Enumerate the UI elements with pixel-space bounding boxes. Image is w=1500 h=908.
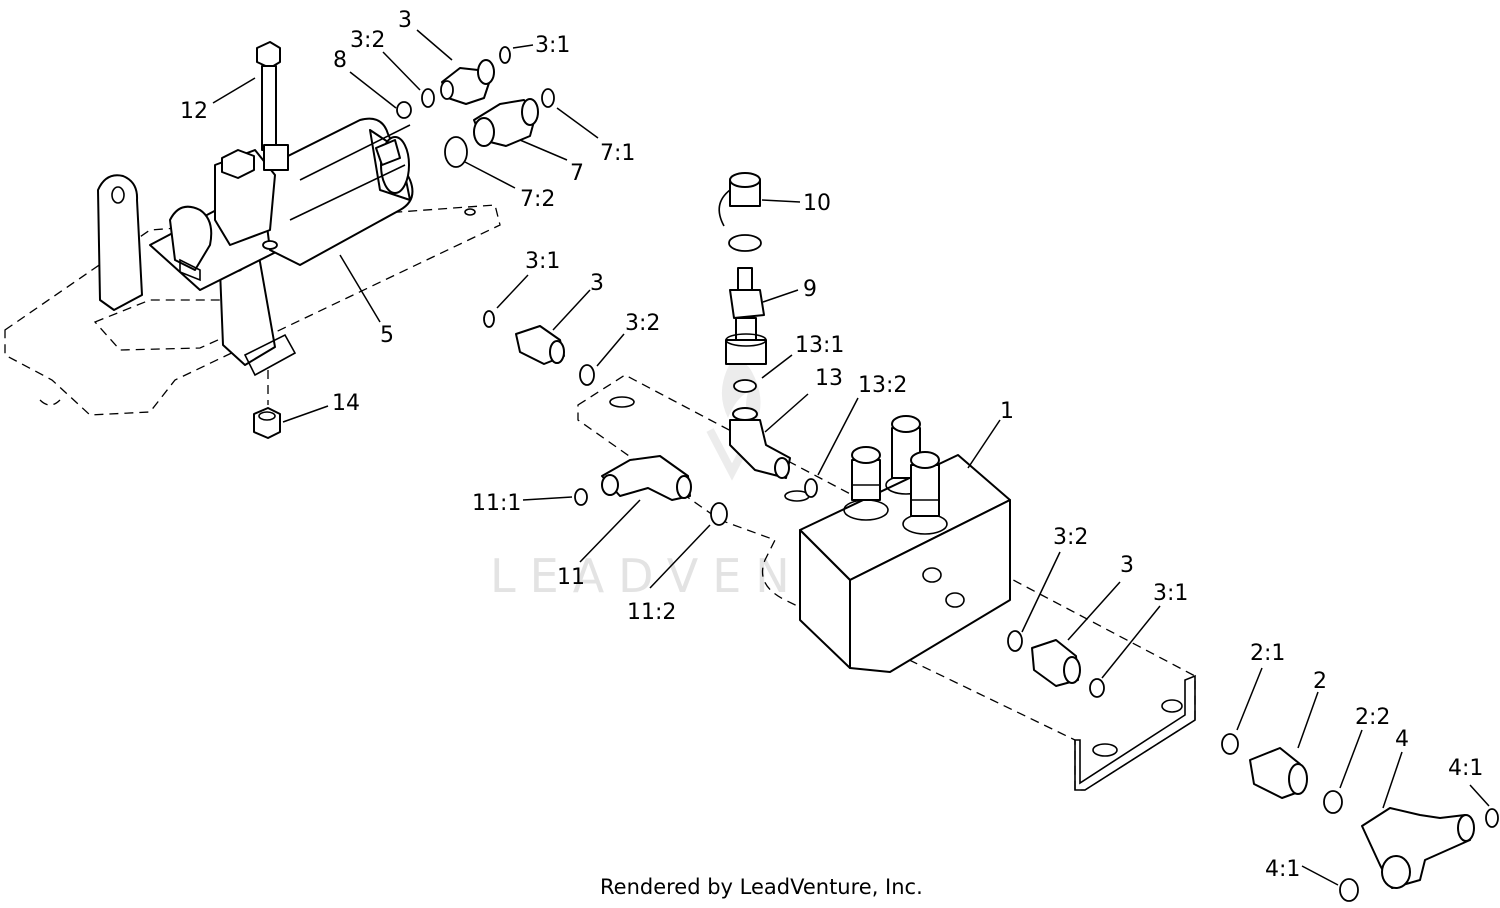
oring-13-1: [733, 379, 757, 393]
oring-3-1-top: [499, 46, 511, 64]
nut-14: [253, 370, 281, 439]
fitting-9: [725, 267, 767, 365]
callout-13: 13: [815, 366, 843, 391]
callout-7: 7: [570, 161, 584, 186]
elbow-4: [1361, 807, 1475, 889]
callout-14: 14: [332, 391, 360, 416]
fitting-7: [473, 98, 539, 147]
callout-12: 12: [180, 99, 208, 124]
cartridge-c: [902, 451, 948, 535]
oring-3-1-mid: [483, 310, 495, 328]
callout-2-2: 2:2: [1355, 705, 1390, 730]
callout-3-1-mid: 3:1: [525, 249, 560, 274]
callout-11-1: 11:1: [472, 491, 521, 516]
callout-13-2: 13:2: [858, 373, 907, 398]
valve-block-1: [799, 415, 1011, 673]
cap-10: [718, 172, 761, 227]
callout-4-1-right: 4:1: [1448, 756, 1483, 781]
oring-4-1-right: [1485, 808, 1499, 828]
callout-13-1: 13:1: [795, 333, 844, 358]
callout-2-1: 2:1: [1250, 641, 1285, 666]
callout-3-2: 3:2: [350, 28, 385, 53]
bracket-left: [97, 174, 143, 311]
callout-3: 3: [398, 8, 412, 33]
callout-7-1: 7:1: [600, 141, 635, 166]
callout-4-1-bottom: 4:1: [1265, 857, 1300, 882]
callout-3-2-low: 3:2: [1053, 525, 1088, 550]
callout-11-2: 11:2: [627, 600, 676, 625]
oring-cap: [728, 234, 762, 252]
oring-13-2: [804, 478, 818, 498]
callout-2: 2: [1313, 669, 1327, 694]
callout-1: 1: [1000, 399, 1014, 424]
leader-lines: [212, 29, 1490, 886]
oring-11-2: [710, 502, 728, 526]
callout-8: 8: [333, 48, 347, 73]
fitting-2: [1249, 747, 1308, 799]
elbow-11: [601, 455, 692, 501]
callout-9: 9: [803, 277, 817, 302]
callout-3-2-mid: 3:2: [625, 311, 660, 336]
oring-7-2: [444, 136, 468, 168]
fitting-3-mid: [515, 325, 565, 365]
oring-3-2-low: [1007, 630, 1023, 652]
bolt-12: [256, 41, 289, 250]
callout-3-mid: 3: [590, 271, 604, 296]
credit-text: Rendered by LeadVenture, Inc.: [600, 875, 923, 899]
oring-11-1: [574, 488, 588, 506]
oring-7-1: [541, 88, 555, 108]
callout-7-2: 7:2: [520, 187, 555, 212]
oring-2-1: [1221, 733, 1239, 755]
pump-assembly: [149, 117, 414, 291]
callout-10: 10: [803, 191, 831, 216]
fitting-3-top: [440, 59, 495, 105]
oring-2-2: [1323, 790, 1343, 814]
callout-11: 11: [557, 565, 585, 590]
callout-3-1: 3:1: [535, 33, 570, 58]
cartridge-a: [843, 446, 889, 521]
callout-labels: 3 3:1 3:2 8 12 7:1 7 7:2 10 5 9 3:1 3 3:…: [180, 8, 1483, 882]
tee-13: [729, 407, 791, 479]
oring-4-1-bottom: [1339, 878, 1359, 902]
callout-5: 5: [380, 323, 394, 348]
oring-3-1-low: [1089, 678, 1105, 698]
callout-4: 4: [1395, 727, 1409, 752]
oring-3-2-mid: [579, 364, 595, 386]
callout-3-low: 3: [1120, 553, 1134, 578]
callout-3-1-low: 3:1: [1153, 581, 1188, 606]
washer-8: [396, 101, 412, 119]
fitting-3-low: [1031, 639, 1081, 687]
oring-3-2-top: [421, 88, 435, 108]
